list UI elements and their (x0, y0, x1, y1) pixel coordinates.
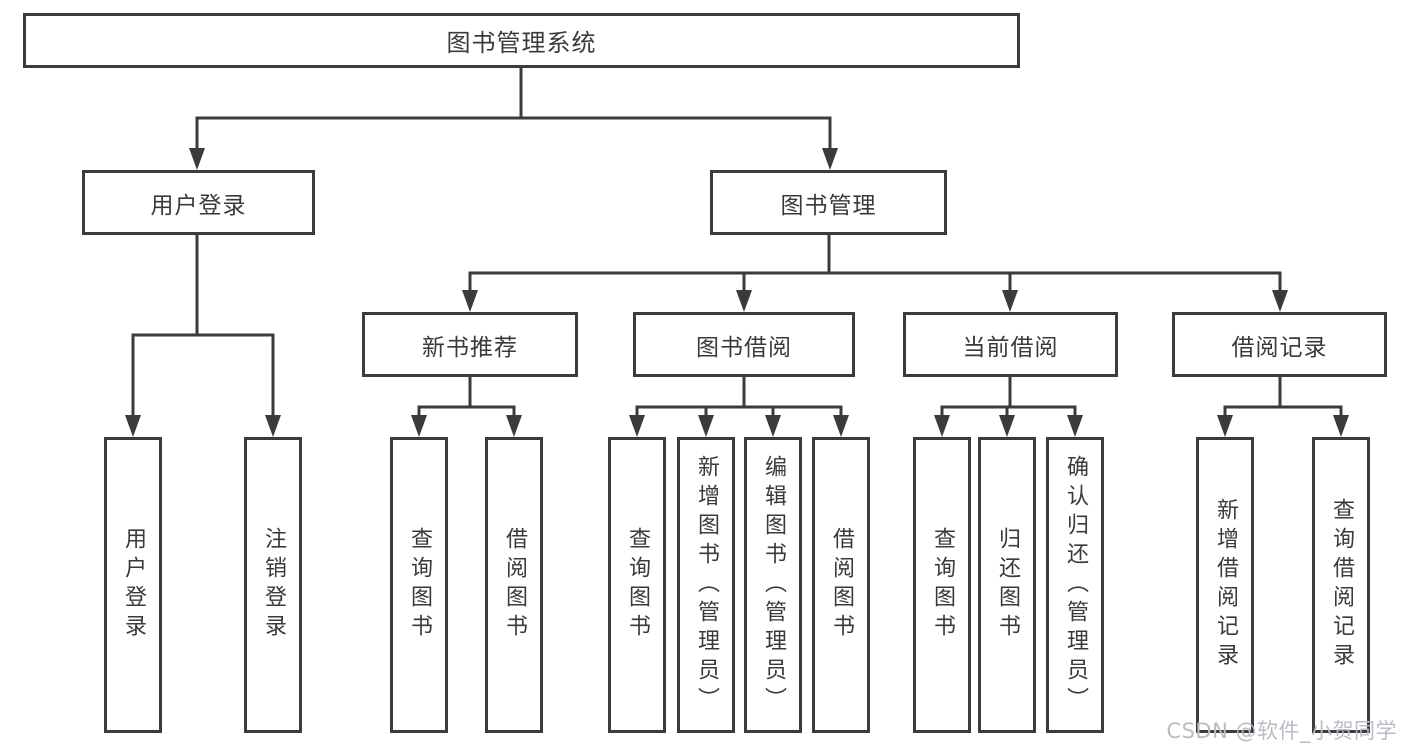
leaf-add-book-admin: 新增图书（管理员） (677, 437, 735, 733)
csdn-watermark: CSDN @软件_小贺同学 (1166, 719, 1397, 743)
leaf-label: 新增图书（管理员） (694, 454, 719, 716)
leaf-label: 确认归还（管理员） (1063, 454, 1088, 716)
leaf-borrow-books-borrowing: 借阅图书 (812, 437, 870, 733)
leaf-query-books-recommendation: 查询图书 (390, 437, 448, 733)
node-label: 用户登录 (150, 192, 247, 219)
node-book-management: 图书管理 (710, 170, 947, 235)
leaf-query-borrow-record: 查询借阅记录 (1312, 437, 1370, 733)
leaf-query-books-borrowing: 查询图书 (608, 437, 666, 733)
leaf-user-login: 用户登录 (104, 437, 162, 733)
node-library-management-system: 图书管理系统 (23, 13, 1020, 68)
leaf-label: 借阅图书 (829, 527, 854, 643)
leaf-label: 借阅图书 (502, 527, 527, 643)
node-label: 图书管理 (780, 192, 877, 219)
node-book-borrowing: 图书借阅 (633, 312, 855, 377)
node-new-book-recommendation: 新书推荐 (362, 312, 578, 377)
leaf-label: 注销登录 (261, 527, 286, 643)
leaf-label: 归还图书 (995, 527, 1020, 643)
node-label: 图书管理系统 (446, 29, 597, 57)
leaf-confirm-return-admin: 确认归还（管理员） (1046, 437, 1104, 733)
leaf-add-borrow-record: 新增借阅记录 (1196, 437, 1254, 733)
node-label: 当前借阅 (962, 334, 1059, 361)
leaf-label: 查询图书 (625, 527, 650, 643)
node-user-login: 用户登录 (82, 170, 315, 235)
node-label: 借阅记录 (1231, 334, 1328, 361)
leaf-label: 查询图书 (930, 527, 955, 643)
leaf-label: 编辑图书（管理员） (761, 454, 786, 716)
node-current-borrowing: 当前借阅 (903, 312, 1118, 377)
leaf-label: 查询图书 (407, 527, 432, 643)
leaf-label: 新增借阅记录 (1213, 498, 1238, 672)
leaf-label: 查询借阅记录 (1329, 498, 1354, 672)
leaf-logout: 注销登录 (244, 437, 302, 733)
leaf-query-books-current: 查询图书 (913, 437, 971, 733)
leaf-label: 用户登录 (121, 527, 146, 643)
leaf-edit-book-admin: 编辑图书（管理员） (744, 437, 802, 733)
node-borrowing-records: 借阅记录 (1172, 312, 1387, 377)
leaf-return-book: 归还图书 (978, 437, 1036, 733)
leaf-borrow-books-recommendation: 借阅图书 (485, 437, 543, 733)
node-label: 图书借阅 (696, 334, 792, 361)
node-label: 新书推荐 (422, 334, 518, 361)
